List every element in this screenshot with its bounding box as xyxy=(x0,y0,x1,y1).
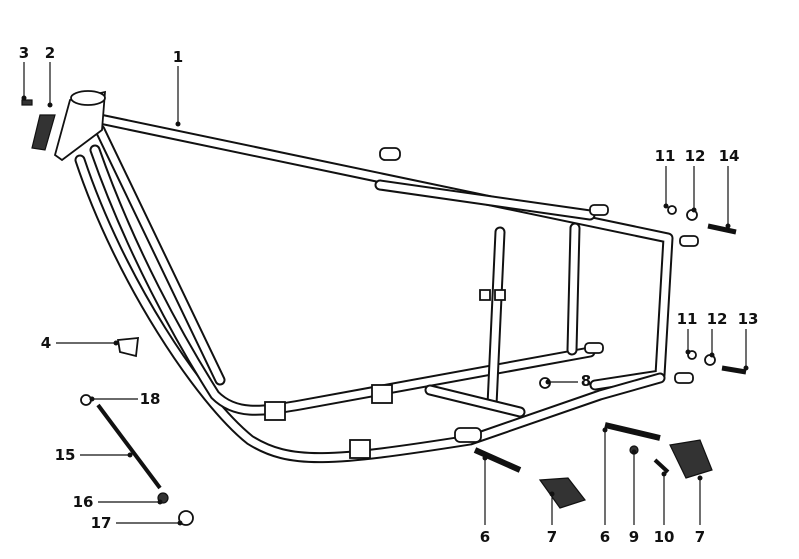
callout-7: 7 xyxy=(695,528,705,546)
callout-18: 18 xyxy=(140,390,161,408)
part-18-clip xyxy=(80,394,92,406)
callout-14: 14 xyxy=(719,147,740,165)
callout-8: 8 xyxy=(581,372,591,390)
callout-2: 2 xyxy=(45,44,55,62)
part-3-screw xyxy=(21,99,33,106)
callout-16: 16 xyxy=(73,493,94,511)
part-14-bolt xyxy=(707,223,737,235)
callout-7: 7 xyxy=(547,528,557,546)
callout-10: 10 xyxy=(654,528,675,546)
callout-11: 11 xyxy=(655,147,676,165)
callout-12: 12 xyxy=(707,310,728,328)
callout-17: 17 xyxy=(91,514,112,532)
part-13-bolt xyxy=(721,365,747,375)
callout-1: 1 xyxy=(173,48,183,66)
callout-4: 4 xyxy=(41,334,51,352)
callout-13: 13 xyxy=(738,310,759,328)
callout-12: 12 xyxy=(685,147,706,165)
part-17-cap xyxy=(178,510,194,526)
part-15-rod xyxy=(96,403,162,490)
part-4-clip xyxy=(116,336,140,358)
callout-labels: 3 2 1 11 12 14 4 11 12 13 8 18 15 16 17 … xyxy=(19,44,759,546)
loose-parts xyxy=(21,99,747,526)
part-6a-peg xyxy=(473,447,522,473)
part-2-grip-plate xyxy=(31,114,56,151)
leader-lines xyxy=(21,62,749,526)
callout-11: 11 xyxy=(677,310,698,328)
callout-9: 9 xyxy=(629,528,639,546)
callout-15: 15 xyxy=(55,446,76,464)
part-7b-footrest-rubber xyxy=(669,439,713,479)
part-7a-footrest-rubber xyxy=(538,477,586,509)
callout-3: 3 xyxy=(19,44,29,62)
part-6b-peg xyxy=(604,422,661,441)
callout-6: 6 xyxy=(600,528,610,546)
part-10-bolt xyxy=(653,458,670,474)
part-11a-nut xyxy=(667,205,677,215)
callout-6: 6 xyxy=(480,528,490,546)
motorcycle-frame xyxy=(53,90,699,464)
